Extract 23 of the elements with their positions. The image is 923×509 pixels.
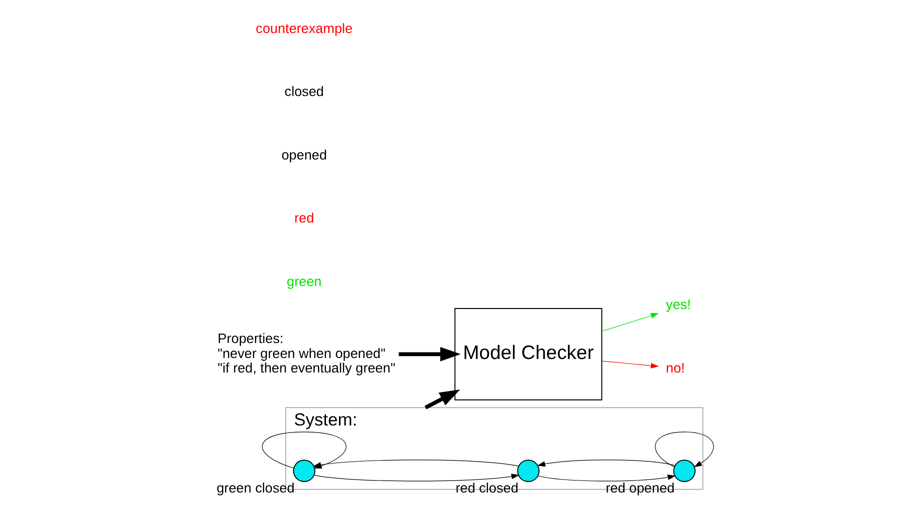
node-label: red closed <box>455 480 518 496</box>
arrow <box>536 460 675 467</box>
arrow <box>424 389 460 410</box>
node-label: green closed <box>216 480 294 496</box>
node-box: Model Checker <box>454 308 602 400</box>
node-text: Properties: "never green when opened" "if red, then eventually green" <box>217 331 395 376</box>
arrow <box>601 313 658 332</box>
label: closed <box>284 84 324 100</box>
node-circle <box>516 460 540 482</box>
label: green <box>286 274 322 289</box>
label: red <box>294 210 314 226</box>
label: counterexample <box>255 20 352 36</box>
node-circle <box>672 460 696 482</box>
node-text: yes! <box>665 297 690 312</box>
node-label: red opened <box>605 480 674 496</box>
arrow <box>601 360 658 368</box>
label: opened <box>281 147 326 162</box>
node-text: no! <box>665 360 684 376</box>
arrow <box>537 474 676 482</box>
arrow <box>654 432 714 468</box>
node-circle <box>292 460 315 482</box>
arrow <box>313 474 519 482</box>
arrow <box>398 347 460 362</box>
